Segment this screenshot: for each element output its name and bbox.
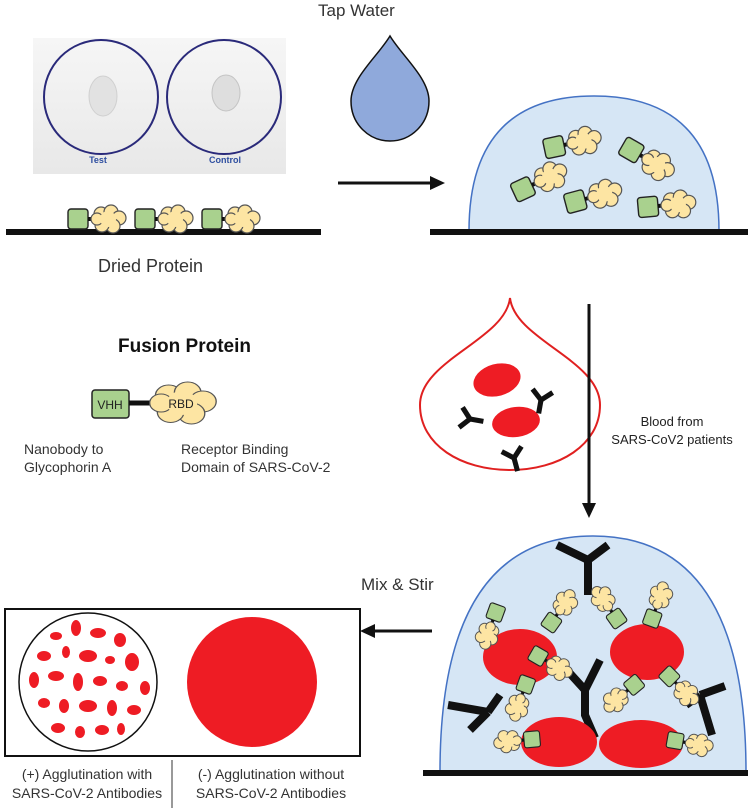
positive-line-1: (+) Agglutination with <box>21 766 153 782</box>
positive-result-caption: (+) Agglutination with SARS-CoV-2 Antibo… <box>2 765 172 803</box>
rbd-desc-line-2: Domain of SARS-CoV-2 <box>181 459 331 475</box>
nanobody-line-1: Nanobody to <box>24 441 104 457</box>
dissolved-protein-dome <box>430 95 748 235</box>
positive-line-2: SARS-CoV-2 Antibodies <box>11 785 163 801</box>
positive-agglutination-well <box>18 612 158 752</box>
blood-droplet <box>418 297 602 474</box>
vhh-label: VHH <box>97 398 122 412</box>
control-spot <box>211 74 241 112</box>
red-blood-cell <box>483 629 557 685</box>
fusion-protein-icon <box>135 205 193 233</box>
results-box <box>4 608 361 757</box>
arrow-left-icon <box>360 624 432 638</box>
card-label-control: Control <box>209 155 241 165</box>
mix-stir-label: Mix & Stir <box>361 575 434 594</box>
red-blood-cell <box>473 363 521 397</box>
negative-line-1: (-) Agglutination without <box>197 766 345 782</box>
blood-line-2: SARS-CoV2 patients <box>611 432 733 447</box>
fusion-protein-icon <box>202 205 260 233</box>
red-blood-cell <box>492 406 540 438</box>
red-blood-cell <box>521 717 597 767</box>
dome-surface-line <box>430 229 748 235</box>
negative-line-2: SARS-CoV-2 Antibodies <box>195 785 347 801</box>
fusion-protein-icon <box>68 205 126 233</box>
card-label-test: Test <box>89 155 107 165</box>
dried-surface-line <box>6 229 321 235</box>
blood-source-label: Blood from SARS-CoV2 patients <box>602 413 742 449</box>
antibody-icon <box>555 541 611 595</box>
test-card-photo: Test Control <box>33 38 286 174</box>
rbd-desc-line-1: Receptor Binding <box>181 441 289 457</box>
negative-no-agglutination-well <box>187 617 317 747</box>
test-spot <box>88 75 118 117</box>
nanobody-line-2: Glycophorin A <box>24 459 112 475</box>
red-blood-cell <box>610 624 684 680</box>
test-circle <box>43 39 159 155</box>
control-circle <box>166 39 282 155</box>
fusion-protein-title: Fusion Protein <box>118 336 251 357</box>
rbd-label: RBD <box>168 397 194 411</box>
arrow-down-icon <box>582 304 596 518</box>
blood-line-1: Blood from <box>640 414 704 429</box>
water-droplet-icon <box>350 34 430 142</box>
dried-protein-label: Dried Protein <box>98 256 204 276</box>
dried-protein-group <box>6 205 321 235</box>
agglutination-surface-line <box>423 770 748 776</box>
agglutination-dome <box>423 535 748 776</box>
negative-result-caption: (-) Agglutination without SARS-CoV-2 Ant… <box>176 765 366 803</box>
fusion-protein-legend: VHH RBD <box>91 381 218 425</box>
tap-water-label: Tap Water <box>318 1 395 20</box>
nanobody-description: Nanobody to Glycophorin A <box>24 440 174 476</box>
rbd-description: Receptor Binding Domain of SARS-CoV-2 <box>181 440 371 476</box>
red-blood-cell <box>599 720 683 768</box>
arrow-right-icon <box>338 176 445 190</box>
antibody-icon <box>447 692 504 733</box>
